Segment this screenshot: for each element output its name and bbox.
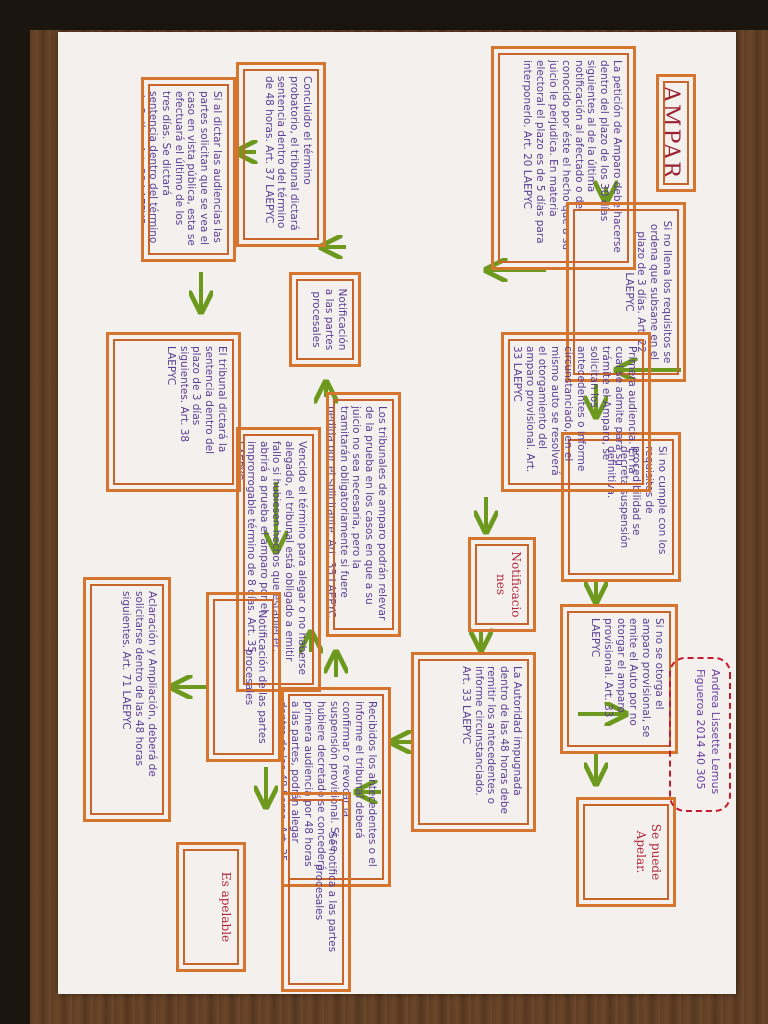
node-concluido-termino: Concluido el término probatorio, el trib… <box>236 62 326 247</box>
flowchart: AMPARO La petición de Amparo debe hacers… <box>58 32 736 994</box>
node-aclaracion-ampliacion: Si al dictar las audiencias las partes s… <box>141 77 236 262</box>
node-amparo-provisional-no: Si no se otorga el amparo provisional, s… <box>560 604 678 754</box>
node-notifica-partes: Se notifica a las partes procesales <box>281 792 351 992</box>
node-puede-apelar: Se puede Apelar. <box>576 797 676 907</box>
node-autoridad-impugnada: La Autoridad impugnada dentro de las 48 … <box>411 652 536 832</box>
node-notificaciones: Notificaciones <box>468 537 536 632</box>
node-notificacion-partes-2: Notificación de las partes procesales <box>206 592 281 762</box>
node-apelable: Es apelable <box>176 842 246 972</box>
arrow-layer <box>58 32 681 994</box>
author-signature: Andrea Lissette Lemus Figueroa 2014 40 3… <box>669 657 731 812</box>
paper-sheet: AMPARO La petición de Amparo debe hacers… <box>58 32 736 994</box>
node-tribunal-sentencia: El tribunal dictará la sentencia dentro … <box>106 332 241 492</box>
node-aclaracion-48h: Aclaración y Ampliación, deberá de solic… <box>83 577 171 822</box>
node-primera-audiencia: Primera audiencia. En la cual se admite … <box>501 332 651 492</box>
node-tribunales-relevar: Los tribunales de amparo podrán relevar … <box>326 392 401 637</box>
node-amparo: AMPARO <box>656 74 696 192</box>
node-notificacion-partes: Notificación a las partes procesales <box>289 272 361 367</box>
